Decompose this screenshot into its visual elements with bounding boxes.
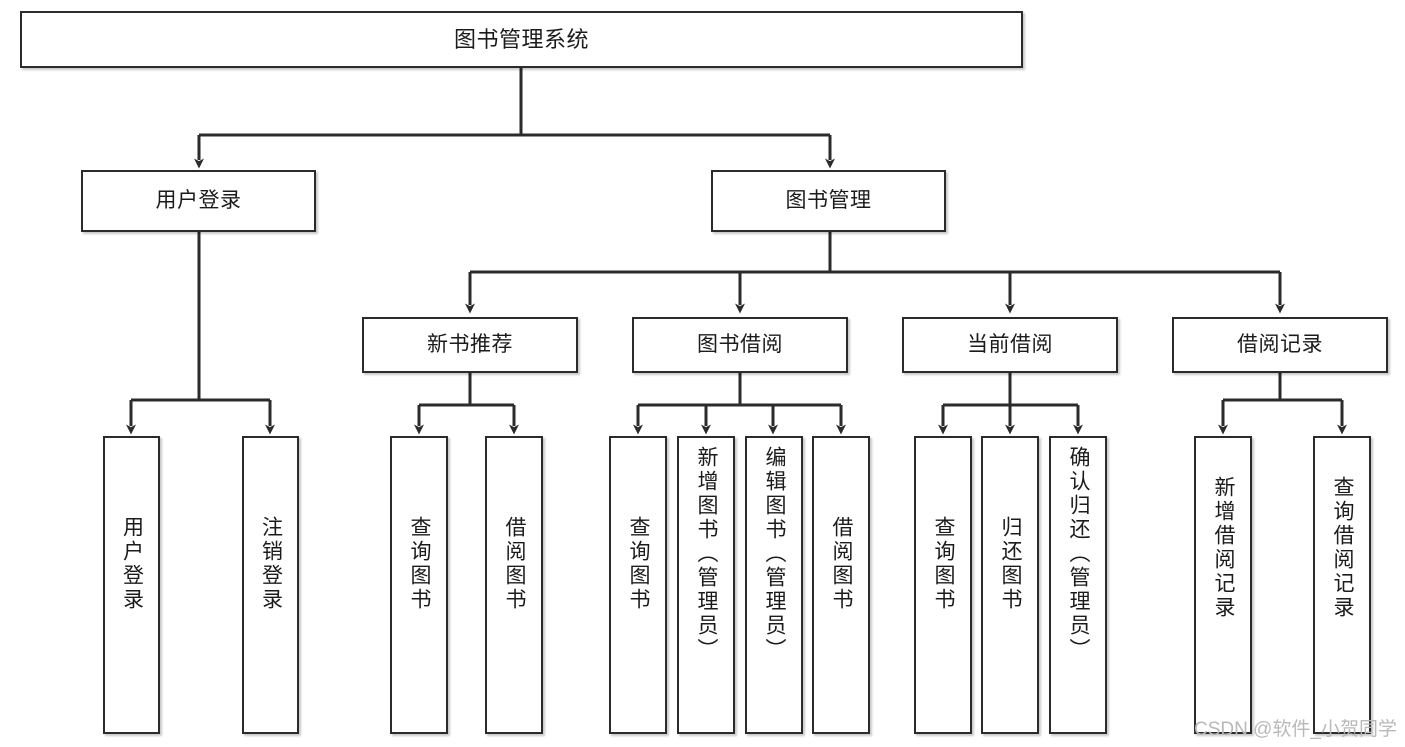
node-borrowing-record[interactable]: 借阅记录 [1172,317,1388,373]
node-root-book-management-system[interactable]: 图书管理系统 [20,11,1023,68]
node-label: 查询图书 [932,516,956,612]
csdn-watermark: CSDN @软件_小贺同学 [1194,719,1397,740]
leaf-user-login-login[interactable]: 用户登录 [103,436,160,734]
leaf-new-book-query-book[interactable]: 查询图书 [390,436,448,734]
node-label: 图书借阅 [697,332,783,356]
node-label: 借阅图书 [830,516,854,612]
leaf-current-borrow-return-book[interactable]: 归还图书 [981,436,1039,734]
node-book-borrowing[interactable]: 图书借阅 [632,317,848,373]
leaf-current-borrow-query-book[interactable]: 查询图书 [914,436,972,734]
node-label: 图书管理系统 [453,26,589,52]
node-label: 查询图书 [408,516,432,612]
leaf-borrow-record-add-record[interactable]: 新增借阅记录 [1194,436,1252,734]
node-label: 借阅记录 [1237,332,1323,356]
node-current-borrowing[interactable]: 当前借阅 [902,317,1118,373]
leaf-current-borrow-confirm-return-admin[interactable]: 确认归还（管理员） [1049,436,1107,734]
node-label: 注销登录 [259,516,283,612]
node-label: 新增图书（管理员） [695,446,719,662]
node-label: 借阅图书 [503,516,527,612]
leaf-borrow-record-query-record[interactable]: 查询借阅记录 [1313,436,1371,734]
leaf-new-book-borrow-book[interactable]: 借阅图书 [485,436,543,734]
node-label: 编辑图书（管理员） [763,446,787,662]
node-label: 当前借阅 [967,332,1053,356]
node-label: 新书推荐 [427,332,513,356]
leaf-book-borrow-add-book-admin[interactable]: 新增图书（管理员） [677,436,735,734]
node-label: 用户登录 [155,188,242,212]
leaf-book-borrow-borrow-book[interactable]: 借阅图书 [812,436,870,734]
node-new-book-recommendation[interactable]: 新书推荐 [362,317,578,373]
node-label: 归还图书 [999,516,1023,612]
node-label: 图书管理 [785,188,872,212]
node-user-login[interactable]: 用户登录 [81,170,316,232]
node-book-management[interactable]: 图书管理 [711,170,946,232]
leaf-book-borrow-edit-book-admin[interactable]: 编辑图书（管理员） [745,436,803,734]
node-label: 新增借阅记录 [1212,476,1236,620]
leaf-book-borrow-query-book[interactable]: 查询图书 [609,436,667,734]
node-label: 查询借阅记录 [1331,476,1355,620]
node-label: 查询图书 [627,516,651,612]
node-label: 用户登录 [120,516,144,612]
node-label: 确认归还（管理员） [1067,446,1091,662]
leaf-user-login-logout[interactable]: 注销登录 [242,436,299,734]
